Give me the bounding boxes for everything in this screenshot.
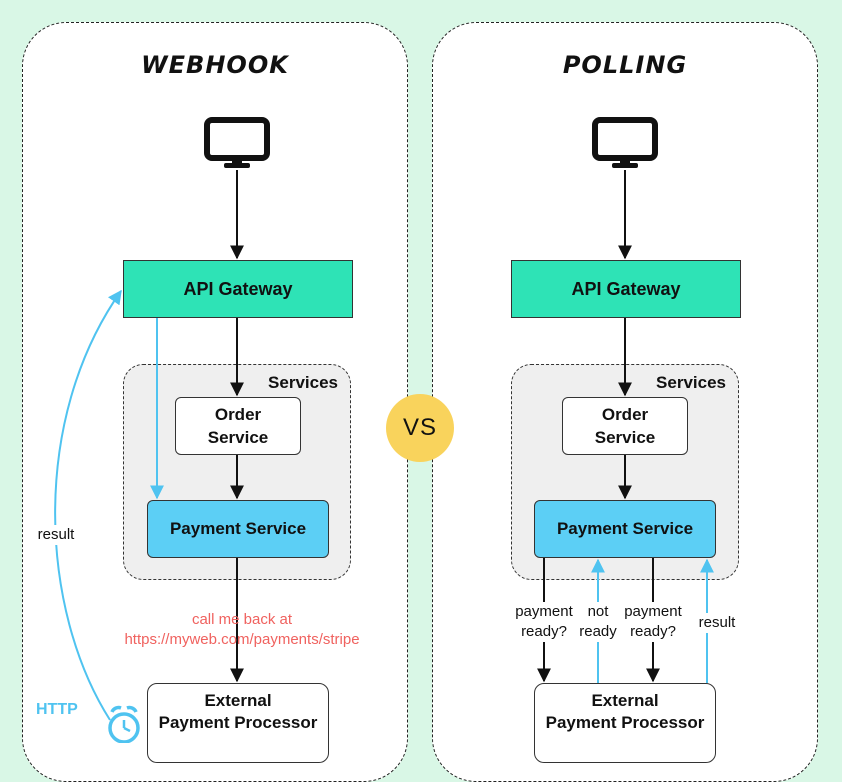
webhook-result-curve [54, 289, 122, 721]
monitor-icon [204, 117, 270, 168]
polling-api-gateway: API Gateway [511, 260, 741, 318]
polling-title: Polling [562, 51, 688, 79]
polling-label-payment-ready-2: payment ready? [618, 602, 688, 642]
webhook-services-label: Services [268, 373, 338, 392]
polling-label-result: result [692, 613, 742, 633]
webhook-api-gateway: API Gateway [123, 260, 353, 318]
polling-label-not-ready: not ready [573, 602, 623, 642]
webhook-result-label: result [30, 525, 82, 545]
webhook-order-service: Order Service [175, 397, 301, 455]
webhook-http-label: HTTP [36, 701, 78, 718]
polling-payment-service: Payment Service [534, 500, 716, 558]
monitor-icon [592, 117, 658, 168]
webhook-payment-service: Payment Service [147, 500, 329, 558]
polling-label-payment-ready-1: payment ready? [509, 602, 579, 642]
vs-badge: VS [386, 394, 454, 462]
webhook-title: Webhook [141, 51, 289, 79]
webhook-callback-label: call me back at https://myweb.com/paymen… [124, 611, 360, 648]
polling-services-label: Services [656, 373, 726, 392]
alarm-clock-icon [108, 705, 140, 743]
connector-arrows [54, 117, 714, 743]
polling-order-service: Order Service [562, 397, 688, 455]
